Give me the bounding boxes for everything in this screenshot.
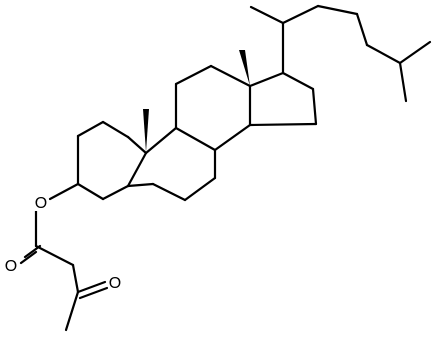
ketone-oxygen-label: O [109, 275, 121, 292]
bond [281, 4, 320, 25]
bond [398, 61, 408, 103]
bond [174, 126, 217, 152]
bond [48, 182, 80, 201]
bond [144, 126, 178, 155]
carbonyl-oxygen-label: O [5, 258, 17, 275]
bond [126, 151, 148, 188]
bond [126, 135, 148, 155]
bond [281, 71, 315, 91]
bond [365, 43, 402, 65]
bond [311, 87, 318, 126]
bond [19, 250, 38, 265]
bond [76, 182, 105, 201]
bond [64, 290, 80, 332]
bond [76, 280, 107, 294]
bond [78, 286, 109, 300]
bond [126, 182, 155, 188]
bond [101, 184, 130, 201]
bond [183, 176, 217, 202]
bond [316, 4, 359, 16]
side-chain [249, 4, 432, 103]
bond [398, 40, 432, 65]
ring-b [126, 126, 217, 202]
bond [34, 244, 75, 267]
methyl-wedge-c13 [239, 50, 250, 86]
bond [76, 120, 105, 138]
bond [248, 122, 318, 127]
ring-d [248, 71, 318, 127]
bond [151, 182, 187, 202]
bond [248, 71, 285, 88]
bond [209, 64, 252, 88]
bond [355, 12, 369, 47]
ring-c [174, 64, 252, 152]
methyl-wedge-c10 [143, 109, 149, 152]
bond [174, 64, 213, 86]
bond [101, 120, 130, 139]
ester-oxygen-label: O [35, 195, 47, 212]
ring-a [76, 120, 148, 201]
ester-group [19, 182, 109, 332]
bond [213, 123, 252, 152]
bond [71, 263, 80, 294]
bond [249, 5, 285, 25]
